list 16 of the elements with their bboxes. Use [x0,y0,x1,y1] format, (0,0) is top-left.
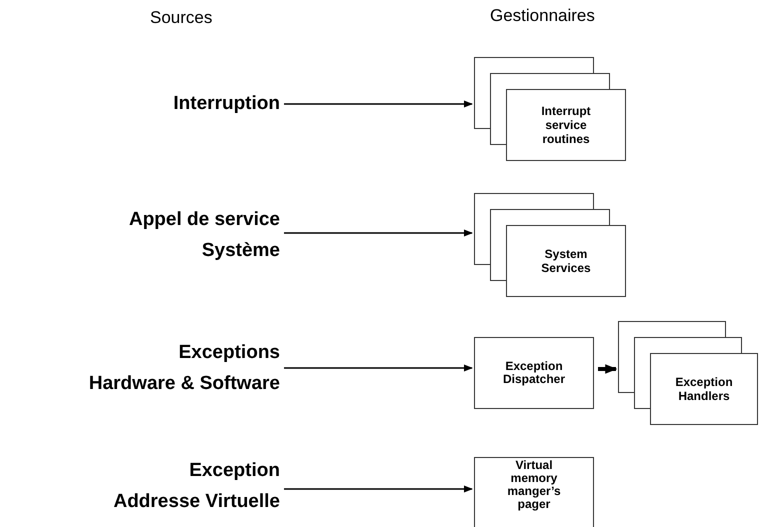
source-label: Exceptions [178,341,280,365]
source-label: Système [200,239,280,263]
source-label: Hardware & Software [88,372,280,396]
arrow [598,364,618,374]
process-box: Virtual memory manger’s pager [474,457,594,527]
arrow [284,100,473,108]
source-label: Interruption [172,92,280,116]
source-label: Appel de service [128,208,280,232]
process-box: Exception Dispatcher [474,337,594,409]
source-label: Exception [188,459,280,483]
source-label: Addresse Virtuelle [112,490,280,514]
arrow [284,485,473,493]
arrow [284,364,473,372]
column-heading: Sources [150,8,212,28]
column-heading: Gestionnaires [490,6,595,26]
arrow [284,229,473,237]
